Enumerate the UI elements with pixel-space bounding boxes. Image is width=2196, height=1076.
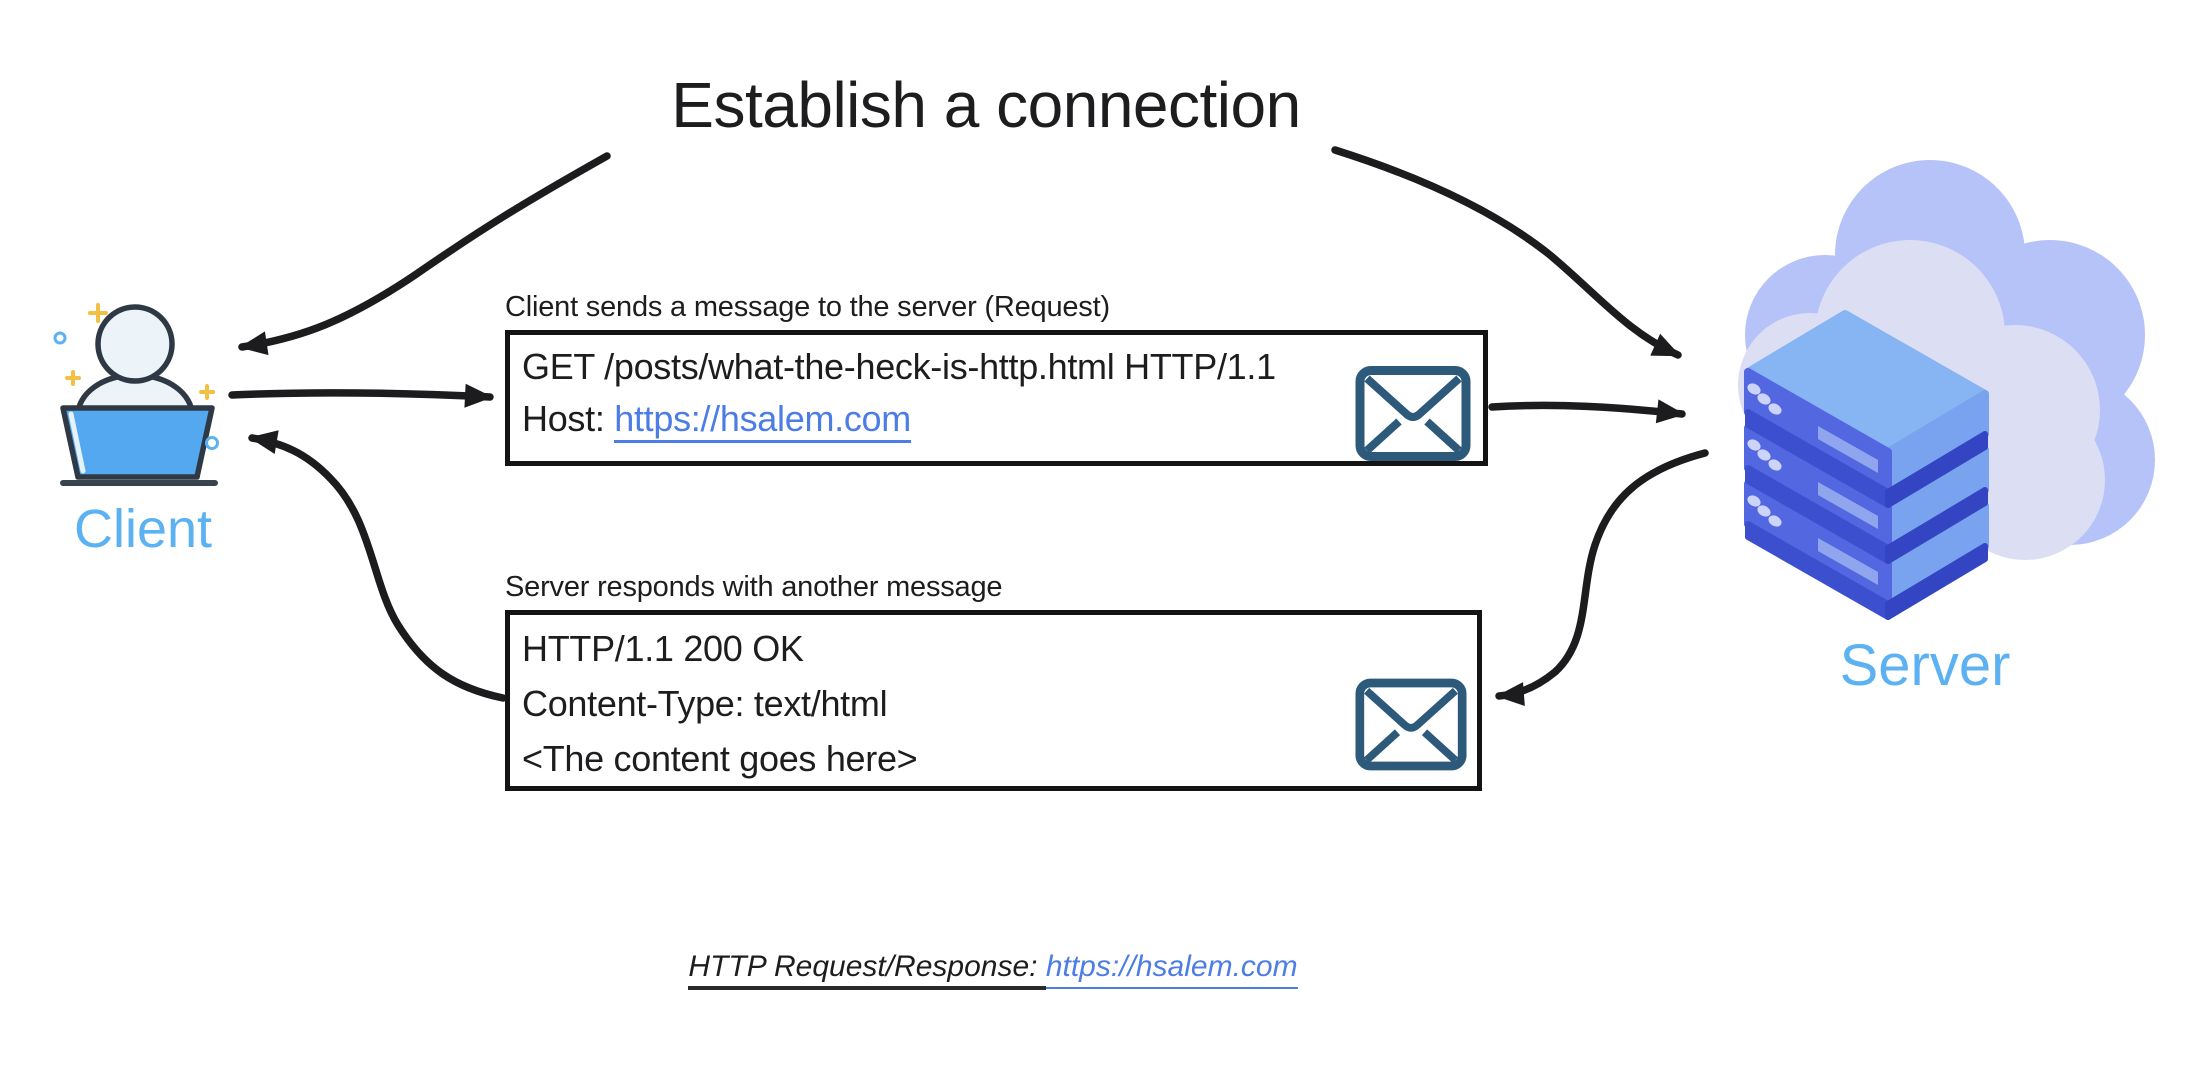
envelope-icon: [1355, 678, 1467, 771]
arrow-client-to-request: [228, 383, 494, 408]
server-label: Server: [1839, 633, 2011, 698]
person-at-laptop-icon: [53, 303, 219, 486]
response-message-box: HTTP/1.1 200 OK Content-Type: text/html …: [505, 610, 1482, 791]
response-line-1: HTTP/1.1 200 OK: [522, 628, 804, 669]
request-host-link[interactable]: https://hsalem.com: [614, 398, 911, 443]
arrow-request-to-server: [1488, 399, 1686, 424]
response-line-2: Content-Type: text/html: [522, 683, 888, 724]
envelope-icon: [1355, 366, 1471, 461]
arrow-establish-to-server: [1331, 146, 1682, 359]
server-unit: [1744, 310, 1989, 508]
arrow-response-to-client: [248, 430, 507, 702]
footer-credit: HTTP Request/Response: https://hsalem.co…: [0, 950, 1986, 990]
response-line-3: <The content goes here>: [522, 738, 918, 779]
cloud-server-stack-icon: [1738, 160, 2155, 620]
arrow-server-to-response: [1495, 449, 1709, 707]
sparkle-icons: [65, 303, 215, 400]
request-caption: Client sends a message to the server (Re…: [505, 291, 1110, 323]
request-line-1: GET /posts/what-the-heck-is-http.html HT…: [522, 346, 1276, 387]
page-title: Establish a connection: [671, 69, 1301, 141]
server-stack: [1744, 310, 1989, 620]
request-line-2: Host: https://hsalem.com: [522, 393, 1483, 445]
footer-text: HTTP Request/Response:: [688, 950, 1046, 990]
request-message-box: GET /posts/what-the-heck-is-http.html HT…: [505, 330, 1488, 466]
bubble-icons: [53, 331, 219, 450]
response-caption: Server responds with another message: [505, 571, 1003, 603]
footer-link[interactable]: https://hsalem.com: [1045, 950, 1298, 989]
arrow-establish-to-client: [238, 152, 611, 356]
client-label: Client: [73, 499, 213, 559]
